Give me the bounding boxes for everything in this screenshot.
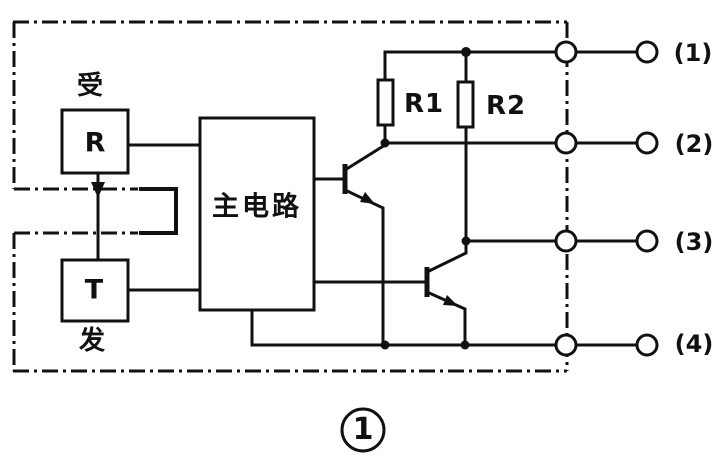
transistor-q1 [314,143,387,345]
pin2-label: (2) [674,130,714,158]
transistor-q2 [314,241,468,345]
transmit-side-label: 发 [78,326,106,356]
q2-collector [426,241,468,274]
pin1-label: (1) [673,39,713,67]
junction-dot [380,138,390,148]
terminal2-circle [635,131,659,155]
junction-dots [380,47,471,350]
boundary-pins [554,40,578,357]
q2-emitter-arrow-icon [443,295,458,306]
figure-number-circle [340,407,386,453]
pin4-label: (4) [674,330,714,358]
terminal4-circle [635,333,659,357]
resistor-r2 [456,80,475,129]
q1-emitter [344,188,385,345]
q2-emitter [426,290,467,345]
resistor-r1 [376,78,395,127]
q1-collector [344,143,387,172]
figure-number: 1 [352,412,374,447]
junction-dot [461,236,471,246]
pin3-boundary-circle [554,229,578,253]
pin4-boundary-circle [554,333,578,357]
junction-dot [460,340,470,350]
q1-emitter-arrow-icon [360,192,375,204]
receiver-box [60,108,130,175]
resistor-r1-label: R1 [403,89,445,119]
wire-r1-top-to-pin1-row [383,50,556,80]
main-circuit-label: 主电路 [212,191,302,223]
coupling-arrow-icon [91,182,105,198]
pin1-boundary-circle [554,40,578,64]
external-terminals [635,40,659,357]
resistor-r2-label: R2 [485,91,527,121]
wire-pin4-row [250,310,556,347]
junction-dot [461,47,471,57]
package-outline [12,20,569,373]
main-circuit-box [198,116,316,312]
terminal3-circle [635,229,659,253]
terminal1-circle [635,40,659,64]
pin-leads [576,50,637,347]
pin2-boundary-circle [554,131,578,155]
pin3-label: (3) [674,228,714,256]
receiver-box-label: R [84,127,106,159]
isolation-slot-bracket [139,187,178,235]
transmitter-box-label: T [84,274,104,306]
junction-dot [380,340,390,350]
receive-side-label: 受 [76,71,104,101]
